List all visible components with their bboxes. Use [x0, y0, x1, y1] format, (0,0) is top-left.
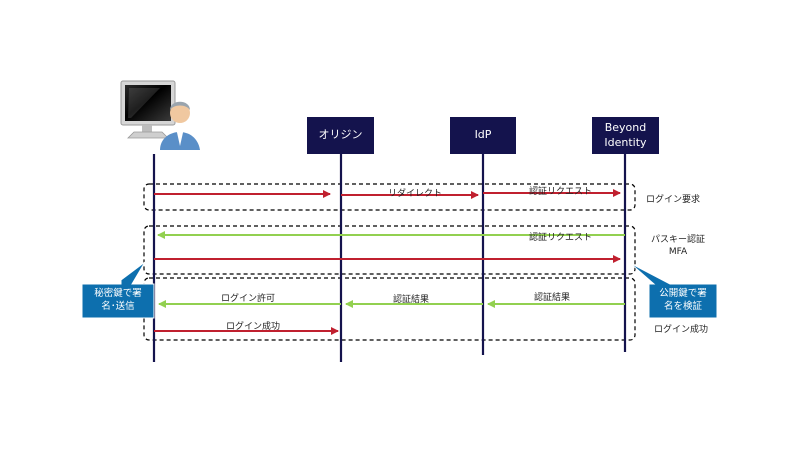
participant-beyond-identity: Beyond Identity: [592, 117, 659, 154]
participant-beyond-label-line2: Identity: [604, 135, 647, 149]
message-login-permit: ログイン許可: [221, 294, 276, 304]
callout-left: 秘密鍵で署 名･送信: [82, 284, 154, 318]
callout-left-line1: 秘密鍵で署: [94, 288, 142, 300]
group-label-passkey-line2: MFA: [668, 247, 688, 258]
message-auth-request-2: 認証リクエスト: [529, 233, 593, 243]
group-label-login-success: ログイン成功: [654, 325, 709, 335]
callout-right-shape: [629, 262, 718, 319]
group-label-passkey-line1: パスキー認証: [650, 235, 705, 245]
message-login-success: ログイン成功: [226, 322, 281, 332]
group-label-login-request: ログイン要求: [646, 195, 701, 205]
message-redirect: リダイレクト: [388, 189, 443, 199]
computer-user-icon: [120, 80, 200, 150]
callout-right: 公開鍵で署 名を検証: [649, 284, 717, 318]
message-auth-request-1: 認証リクエスト: [529, 187, 593, 197]
callout-right-line2: 名を検証: [663, 301, 702, 312]
group-login-request: [143, 183, 636, 211]
group-login-success: [143, 277, 636, 341]
participant-origin: オリジン: [307, 117, 374, 154]
group-passkey-mfa: [143, 225, 636, 275]
message-auth-result-1: 認証結果: [393, 295, 430, 305]
group-label-passkey: パスキー認証 MFA: [646, 234, 710, 258]
callout-left-shape: [81, 261, 155, 319]
participant-origin-label: オリジン: [318, 128, 363, 142]
participant-beyond-label-line1: Beyond: [604, 120, 647, 134]
participant-idp-label: IdP: [474, 128, 492, 142]
message-auth-result-2: 認証結果: [534, 293, 571, 303]
participant-idp: IdP: [450, 117, 516, 154]
callout-right-line1: 公開鍵で署: [659, 288, 707, 300]
callout-left-line2: 名･送信: [101, 301, 135, 312]
